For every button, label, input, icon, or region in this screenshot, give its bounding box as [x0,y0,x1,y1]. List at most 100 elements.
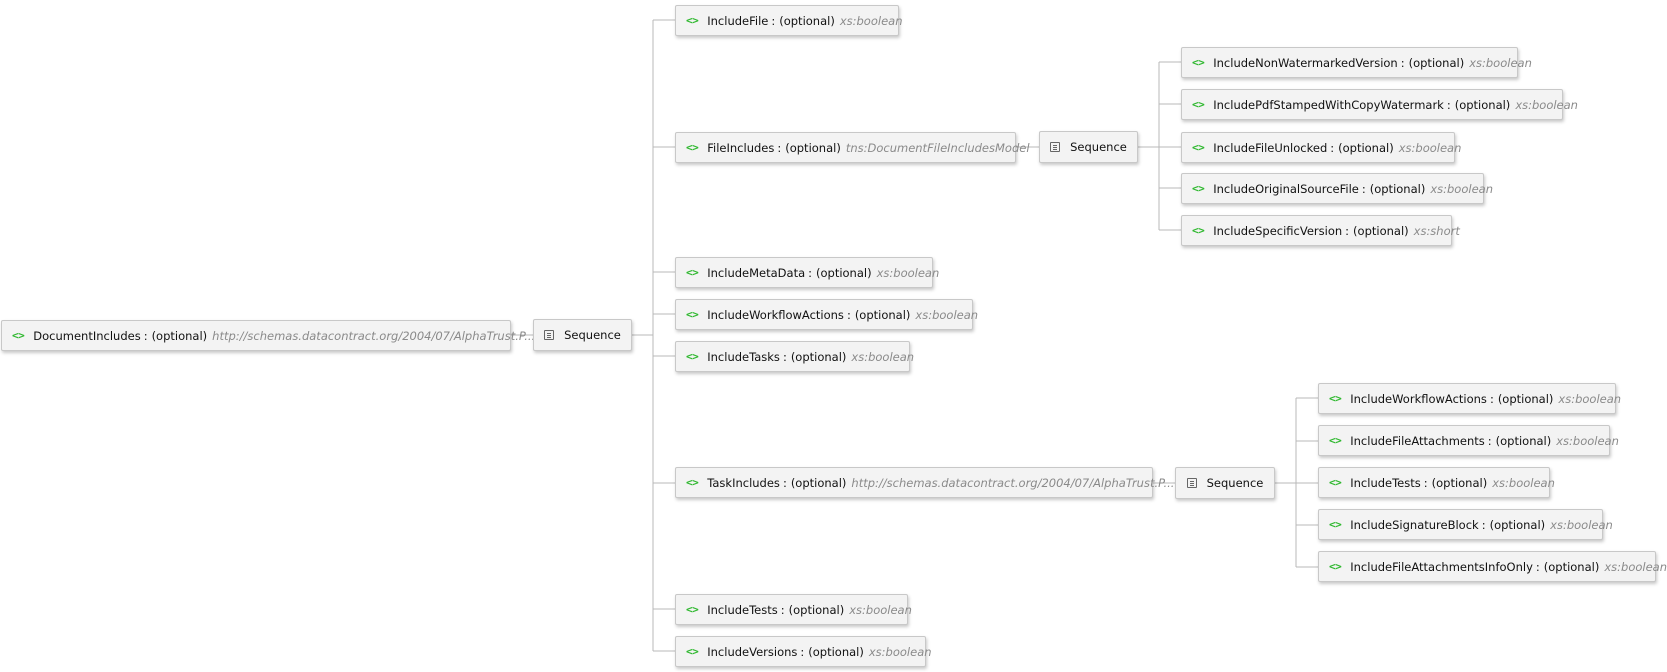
name-separator: : [1345,223,1350,238]
element-node-includeversions[interactable]: <> IncludeVersions : (optional) xs:boole… [675,636,932,667]
element-node-includenonwatermarkedversion[interactable]: <> IncludeNonWatermarkedVersion : (optio… [1181,47,1532,78]
optional-label: (optional) [1497,391,1554,406]
element-name: IncludeWorkflowActions [1350,391,1487,406]
sequence-node-fileincludes[interactable]: Sequence [1039,131,1138,163]
element-name: IncludeWorkflowActions [707,307,844,322]
name-separator: : [143,328,148,343]
element-node-task-includefileattachments[interactable]: <> IncludeFileAttachments : (optional) x… [1318,425,1619,456]
name-separator: : [1487,433,1492,448]
element-node-includetests[interactable]: <> IncludeTests : (optional) xs:boolean [675,594,912,625]
optional-label: (optional) [790,475,847,490]
element-name: FileIncludes [707,140,775,155]
element-icon: <> [1192,98,1205,111]
element-type: xs:boolean [839,13,903,28]
element-node-task-includefileattachmentsinfoonly[interactable]: <> IncludeFileAttachmentsInfoOnly : (opt… [1318,551,1667,582]
element-type: xs:boolean [868,644,932,659]
optional-label: (optional) [816,265,872,280]
element-node-includemetadata[interactable]: <> IncludeMetaData : (optional) xs:boole… [675,257,939,288]
element-name: IncludeMetaData [707,265,806,280]
element-icon: <> [12,329,25,342]
element-type: xs:short [1413,223,1460,238]
element-icon: <> [1192,182,1205,195]
element-icon: <> [1329,560,1342,573]
element-name: IncludeFileUnlocked [1213,140,1328,155]
element-icon: <> [686,603,699,616]
element-name: IncludePdfStampedWithCopyWatermark [1213,97,1444,112]
element-node-includepdfstampedwithcopywatermark[interactable]: <> IncludePdfStampedWithCopyWatermark : … [1181,89,1578,120]
optional-label: (optional) [808,644,864,659]
optional-label: (optional) [1408,55,1465,70]
optional-label: (optional) [1431,475,1488,490]
element-type: xs:boolean [1430,181,1493,196]
name-separator: : [846,307,851,322]
name-separator: : [808,265,812,280]
element-icon: <> [1329,434,1342,447]
element-name: IncludeTasks [707,349,780,364]
element-name: IncludeFile [707,13,769,28]
element-name: IncludeSpecificVersion [1213,223,1343,238]
element-type: xs:boolean [1398,140,1462,155]
element-node-task-includesignatureblock[interactable]: <> IncludeSignatureBlock : (optional) xs… [1318,509,1613,540]
element-node-task-includetests[interactable]: <> IncludeTests : (optional) xs:boolean [1318,467,1555,498]
element-type: xs:boolean [1558,391,1622,406]
element-node-includefileunlocked[interactable]: <> IncludeFileUnlocked : (optional) xs:b… [1181,132,1461,163]
element-type: xs:boolean [849,602,912,617]
element-icon: <> [686,266,699,279]
element-type: xs:boolean [1469,55,1532,70]
element-type: xs:boolean [1492,475,1555,490]
optional-label: (optional) [779,13,835,28]
element-name: IncludeOriginalSourceFile [1213,181,1359,196]
element-node-includefile[interactable]: <> IncludeFile : (optional) xs:boolean [675,5,902,36]
element-node-includeworkflowactions[interactable]: <> IncludeWorkflowActions : (optional) x… [675,299,978,330]
element-name: IncludeTests [1350,475,1421,490]
optional-label: (optional) [785,140,841,155]
sequence-icon [1186,478,1197,488]
name-separator: : [1361,181,1366,196]
optional-label: (optional) [790,349,847,364]
name-separator: : [777,140,782,155]
element-node-task-includeworkflowactions[interactable]: <> IncludeWorkflowActions : (optional) x… [1318,383,1621,414]
sequence-node-root[interactable]: Sequence [533,319,632,351]
element-name: IncludeFileAttachments [1350,433,1485,448]
element-icon: <> [1329,476,1342,489]
sequence-label: Sequence [564,328,621,342]
element-icon: <> [1192,141,1205,154]
name-separator: : [1481,517,1486,532]
element-node-includeoriginalsourcefile[interactable]: <> IncludeOriginalSourceFile : (optional… [1181,173,1493,204]
name-separator: : [782,475,787,490]
optional-label: (optional) [1353,223,1409,238]
element-node-fileincludes[interactable]: <> FileIncludes : (optional) tns:Documen… [675,132,1030,163]
sequence-node-taskincludes[interactable]: Sequence [1175,467,1275,499]
element-name: DocumentIncludes [33,328,141,343]
element-type: xs:boolean [851,349,915,364]
element-type: http://schemas.datacontract.org/2004/07/… [851,475,1175,490]
element-icon: <> [1329,392,1342,405]
optional-label: (optional) [788,602,845,617]
element-icon: <> [1192,56,1205,69]
sequence-label: Sequence [1206,476,1264,490]
element-node-taskincludes[interactable]: <> TaskIncludes : (optional) http://sche… [675,467,1174,498]
element-type: xs:boolean [1515,97,1578,112]
name-separator: : [1400,55,1405,70]
element-icon: <> [1329,518,1342,531]
optional-label: (optional) [1369,181,1426,196]
name-separator: : [780,602,785,617]
name-separator: : [1423,475,1428,490]
element-name: IncludeFileAttachmentsInfoOnly [1350,559,1533,574]
sequence-icon [1050,142,1061,152]
element-type: http://schemas.datacontract.org/2004/07/… [212,328,536,343]
element-type: xs:boolean [1556,433,1619,448]
element-type: tns:DocumentFileIncludesModel [845,140,1030,155]
element-icon: <> [686,350,699,363]
element-icon: <> [686,645,699,658]
optional-label: (optional) [1489,517,1546,532]
optional-label: (optional) [854,307,911,322]
element-node-documentincludes[interactable]: <> DocumentIncludes : (optional) http://… [1,320,535,351]
element-node-includetasks[interactable]: <> IncludeTasks : (optional) xs:boolean [675,341,914,372]
element-type: xs:boolean [915,307,979,322]
element-type: xs:boolean [1604,559,1667,574]
element-type: xs:boolean [1550,517,1613,532]
element-node-includespecificversion[interactable]: <> IncludeSpecificVersion : (optional) x… [1181,215,1460,246]
element-icon: <> [686,141,699,154]
